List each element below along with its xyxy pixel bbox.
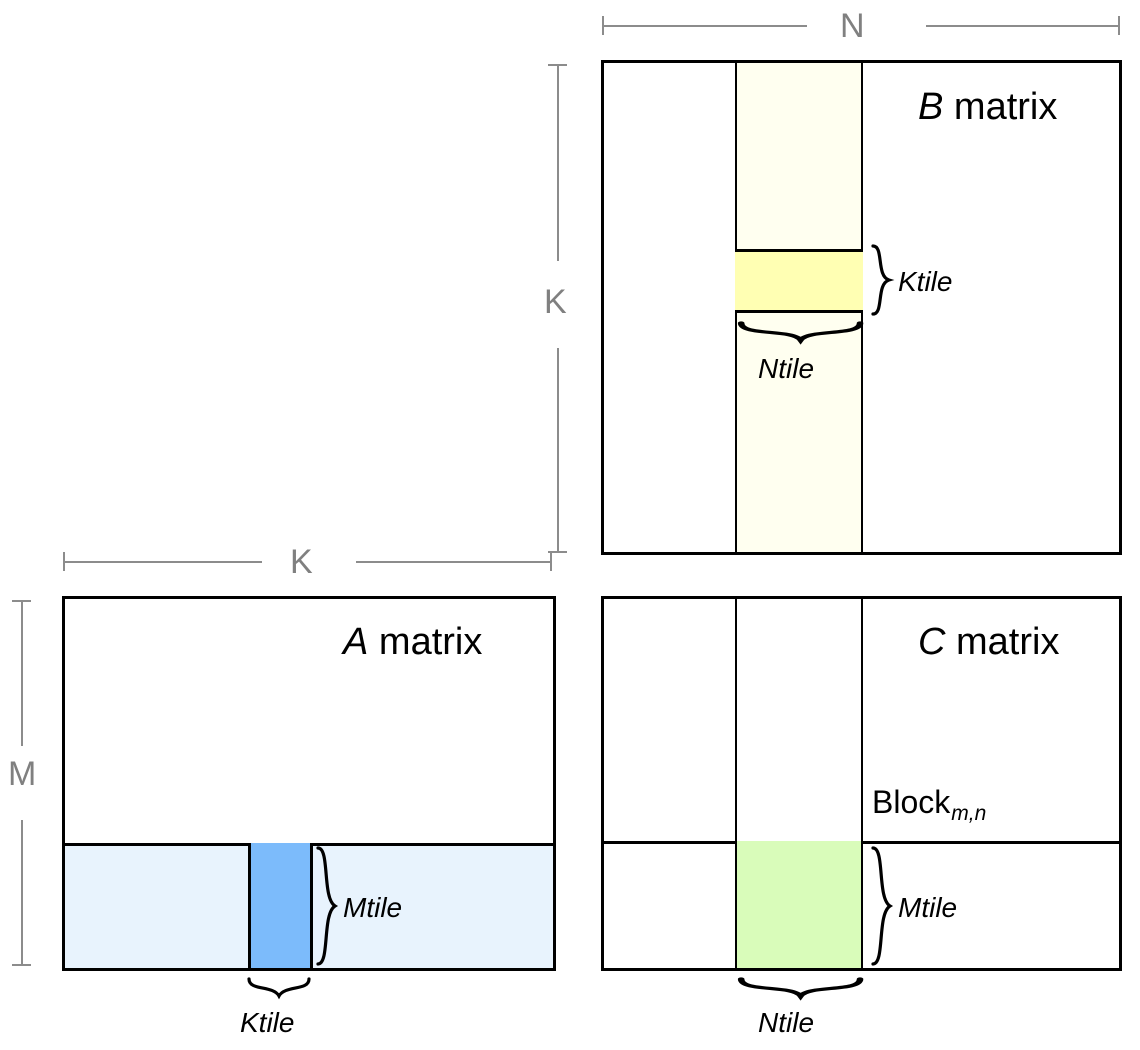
k-vert-line-bottom: [557, 348, 559, 553]
a-ktile-brace: [247, 977, 311, 1000]
dimension-label-n: N: [840, 7, 865, 45]
b-ktile-brace: [871, 244, 895, 316]
c-ntile-label: Ntile: [758, 1007, 815, 1038]
n-dim-line-right: [926, 25, 1120, 27]
c-matrix-box: C matrix Blockm,n: [601, 596, 1122, 971]
c-matrix-active-tile: [735, 841, 863, 968]
dimension-label-k-vertical: K: [544, 283, 567, 321]
k-horz-line-right: [356, 561, 552, 563]
b-matrix-title-symbol: B: [918, 86, 944, 128]
c-mtile-brace: [871, 846, 894, 966]
b-matrix-active-tile: [735, 249, 863, 313]
c-mtile-label: Mtile: [898, 892, 958, 923]
b-ntile-label: Ntile: [758, 353, 815, 384]
k-vert-cap-bottom: [548, 551, 567, 553]
k-horz-line-left: [63, 561, 262, 563]
a-matrix-title-symbol: A: [343, 621, 369, 663]
n-dim-cap-left: [602, 16, 604, 35]
c-matrix-block-label: Blockm,n: [872, 784, 986, 825]
b-matrix-title: B matrix: [918, 86, 1057, 129]
block-label-text: Block: [872, 784, 951, 820]
k-horz-cap-right: [550, 552, 552, 571]
a-matrix-box: A matrix: [62, 596, 556, 971]
dimension-label-m: M: [8, 755, 37, 793]
a-matrix-title-word: matrix: [368, 621, 483, 663]
c-ntile-brace: [737, 977, 864, 1001]
b-matrix-box: B matrix: [601, 60, 1122, 555]
c-matrix-title-symbol: C: [918, 621, 946, 663]
a-ktile-label: Ktile: [240, 1007, 295, 1038]
m-dim-line-top: [21, 600, 23, 746]
n-dim-line-left: [602, 25, 807, 27]
b-ktile-label: Ktile: [898, 266, 953, 297]
a-matrix-active-tile: [248, 843, 313, 968]
dimension-label-k-horizontal: K: [290, 543, 313, 581]
a-matrix-title: A matrix: [343, 621, 482, 664]
a-mtile-brace: [316, 846, 339, 966]
m-dim-cap-bottom: [12, 964, 31, 966]
block-label-subscript: m,n: [951, 802, 987, 825]
m-dim-line-bottom: [21, 820, 23, 966]
m-dim-cap-top: [12, 600, 31, 602]
b-ntile-brace: [737, 321, 864, 345]
c-matrix-divider-left: [735, 599, 737, 968]
n-dim-cap-right: [1118, 16, 1120, 35]
c-matrix-title: C matrix: [918, 621, 1059, 664]
b-matrix-title-word: matrix: [943, 86, 1058, 128]
c-matrix-title-word: matrix: [945, 621, 1060, 663]
k-horz-cap-left: [63, 552, 65, 571]
k-vert-line-top: [557, 64, 559, 261]
a-mtile-label: Mtile: [343, 892, 403, 923]
c-matrix-divider-right: [861, 599, 863, 968]
k-vert-cap-top: [548, 64, 567, 66]
